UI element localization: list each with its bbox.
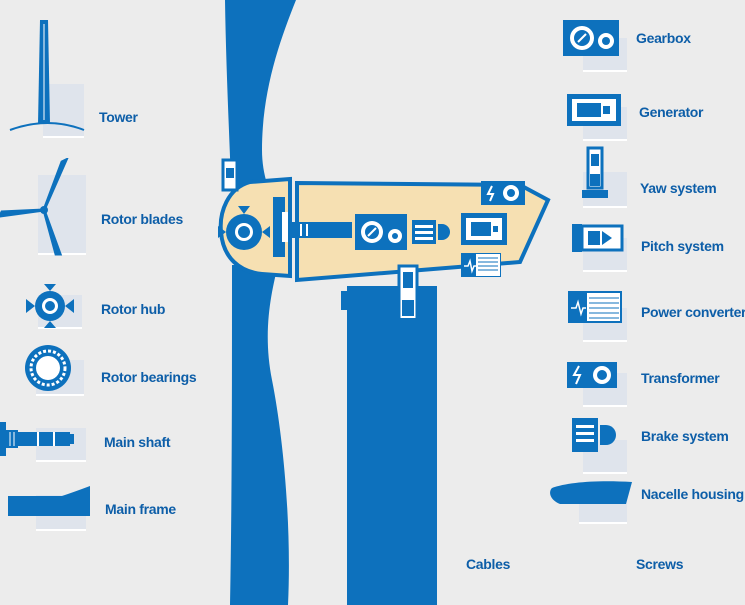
nacelle-housing-icon bbox=[550, 481, 632, 504]
tower-card bbox=[43, 84, 84, 138]
main-frame-label: Main frame bbox=[105, 501, 176, 517]
pitch-system-label: Pitch system bbox=[641, 238, 724, 254]
yaw-system-icon bbox=[582, 146, 608, 198]
brake-system-icon bbox=[572, 418, 616, 452]
main-frame-icon bbox=[8, 486, 90, 516]
rotor-bearings-icon bbox=[25, 345, 71, 391]
rotor-blades-icon bbox=[0, 158, 69, 256]
rotor-blades-label: Rotor blades bbox=[101, 211, 183, 227]
tower-label: Tower bbox=[99, 109, 138, 125]
yaw-system-label: Yaw system bbox=[640, 180, 717, 196]
rotor-hub-icon bbox=[26, 284, 74, 328]
power-converter-label: Power converter bbox=[641, 304, 745, 320]
rotor-blade-lower bbox=[230, 265, 289, 605]
gearbox-label: Gearbox bbox=[636, 30, 691, 46]
main-shaft-icon bbox=[0, 422, 74, 456]
generator-icon bbox=[567, 94, 621, 126]
main-shaft-label: Main shaft bbox=[104, 434, 171, 450]
transformer-label: Transformer bbox=[641, 370, 720, 386]
brake-system-label: Brake system bbox=[641, 428, 729, 444]
transformer-icon bbox=[567, 362, 617, 388]
rotor-blade-upper bbox=[225, 0, 296, 210]
generator-label: Generator bbox=[639, 104, 704, 120]
main-frame-bar bbox=[341, 291, 433, 310]
rotor-hub-label: Rotor hub bbox=[101, 301, 166, 317]
pitch-system-icon bbox=[572, 224, 624, 252]
cables-label: Cables bbox=[466, 556, 511, 572]
rotor-bearings-label: Rotor bearings bbox=[101, 369, 197, 385]
screws-label: Screws bbox=[636, 556, 684, 572]
tower-body bbox=[347, 286, 437, 605]
gearbox-icon bbox=[563, 20, 619, 56]
nacelle-housing-label: Nacelle housing bbox=[641, 486, 744, 502]
tower-icon bbox=[9, 20, 85, 131]
main-shaft bbox=[290, 222, 352, 238]
power-converter-icon bbox=[568, 291, 622, 323]
